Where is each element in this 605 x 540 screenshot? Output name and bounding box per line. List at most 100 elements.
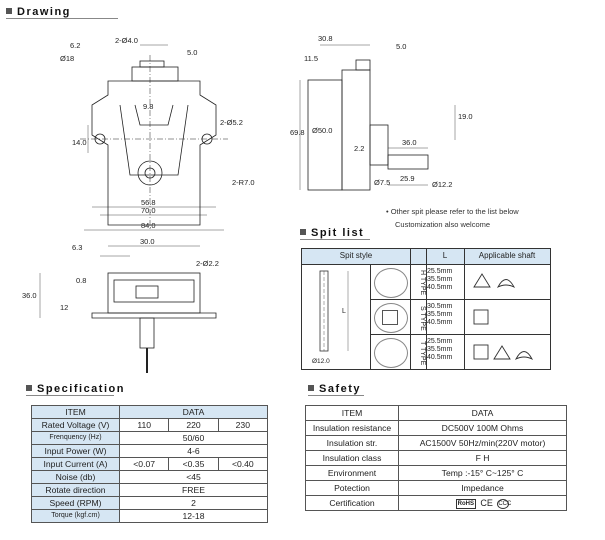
- drawing-section-title: Drawing: [6, 6, 71, 18]
- dim-label: 84.0: [141, 221, 156, 230]
- dim-label: 36.0: [402, 138, 417, 147]
- dim-label: 14.0: [72, 138, 87, 147]
- spit-list-table: Spit style L Applicable shaft L Ø12.0 H …: [301, 248, 551, 370]
- detail-diameter-label: Ø12.0: [312, 358, 330, 365]
- dim-label: 2.2: [354, 144, 364, 153]
- divider: [370, 264, 371, 369]
- spit-list-section-title: Spit list: [300, 227, 364, 239]
- safety-value: Impedance: [398, 480, 567, 496]
- square-icon: [473, 344, 489, 360]
- safety-value: Temp :-15° C~125° C: [398, 465, 567, 481]
- dim-label: Ø50.0: [312, 126, 332, 135]
- h-type-shafts: [473, 273, 516, 289]
- dim-label: 2-Ø5.2: [220, 118, 243, 127]
- spec-value: <45: [119, 470, 268, 484]
- t-type-cross-section-icon: [374, 338, 408, 368]
- spec-value: 4-6: [119, 444, 268, 458]
- dim-label: Ø18: [60, 54, 74, 63]
- title-underline: [6, 18, 118, 19]
- dim-label: 19.0: [458, 112, 473, 121]
- safety-table: ITEM DATA Insulation resistance DC500V 1…: [305, 405, 567, 511]
- safety-item: Insulation str.: [305, 435, 399, 451]
- safety-data-header: DATA: [398, 405, 567, 421]
- ce-logo: CE: [480, 498, 493, 508]
- spec-value: 230: [217, 418, 269, 432]
- safety-section-title: Safety: [308, 383, 361, 395]
- length-header: L: [442, 251, 448, 260]
- square-icon: [382, 310, 398, 325]
- safety-value: AC1500V 50Hz/min(220V motor): [398, 435, 567, 451]
- spit-detail-drawing: L Ø12.0: [312, 270, 349, 365]
- dim-label: 6.2: [70, 41, 80, 50]
- dim-label: Ø7.5: [374, 178, 390, 187]
- spec-item: Speed (RPM): [31, 496, 120, 510]
- dim-label: 25.9: [400, 174, 415, 183]
- spit-style-header: Spit style: [339, 251, 373, 260]
- dim-label: 5.0: [396, 42, 406, 51]
- s-type-cross-section-icon: [374, 303, 408, 333]
- spec-item: Rotate direction: [31, 483, 120, 497]
- dim-label: 12: [60, 303, 68, 312]
- dim-label: 70.0: [141, 206, 156, 215]
- safety-value: DC500V 100M Ohms: [398, 420, 567, 436]
- side-view-drawing: 30.8 5.0 11.5 69.8 Ø50.0 19.0 2.2 36.0 2…: [290, 34, 473, 191]
- spec-item-header: ITEM: [31, 405, 120, 419]
- dim-label: 5.0: [187, 48, 197, 57]
- spec-item: Rated Voltage (V): [31, 418, 120, 432]
- safety-item: Environment: [305, 465, 399, 481]
- t-type-shafts: [473, 344, 534, 361]
- title-underline: [26, 395, 114, 396]
- spec-value: 12-18: [119, 509, 268, 523]
- t-type-label: T TYPE: [419, 340, 426, 366]
- divider: [370, 299, 550, 300]
- spec-value: 220: [168, 418, 219, 432]
- dim-label: 0.8: [76, 276, 86, 285]
- title-underline: [300, 239, 370, 240]
- safety-value: F H: [398, 450, 567, 466]
- divider: [370, 334, 550, 335]
- specification-table: ITEM DATA Rated Voltage (V) 110 220 230 …: [31, 405, 269, 523]
- note-line-1: • Other spit please refer to the list be…: [386, 207, 519, 216]
- dim-label: 11.5: [304, 54, 318, 63]
- specification-section-title: Specification: [26, 383, 125, 395]
- spec-item: Noise (db): [31, 470, 120, 484]
- dim-label: 56.8: [141, 198, 156, 207]
- triangle-icon: [493, 345, 511, 360]
- dim-label: 2-R7.0: [232, 178, 255, 187]
- title-underline: [308, 395, 364, 396]
- h-type-cross-section-icon: [374, 268, 408, 298]
- s-type-label: S TYPE: [419, 305, 426, 331]
- detail-L-label: L: [342, 308, 346, 315]
- safety-item-header: ITEM: [305, 405, 399, 421]
- dim-label: 36.0: [22, 291, 37, 300]
- spec-item: Frenquency (Hz): [31, 431, 120, 445]
- dim-label: 2-Ø2.2: [196, 259, 219, 268]
- spec-value: 50/60: [119, 431, 268, 445]
- spec-value: <0.07: [118, 457, 170, 471]
- safety-item: Insulation class: [305, 450, 399, 466]
- divider: [464, 249, 465, 369]
- spec-value: 2: [119, 496, 268, 510]
- front-view-drawing: 6.3 30.0 2-Ø2.2 0.8 36.0 12: [22, 238, 219, 373]
- shaft-header: Applicable shaft: [478, 251, 536, 260]
- dim-label: 6.3: [72, 243, 82, 252]
- safety-item: Potection: [305, 480, 399, 496]
- triangle-icon: [473, 273, 491, 288]
- spec-item: Torque (kgf.cm): [31, 509, 120, 523]
- divider: [410, 249, 411, 369]
- h-type-label: H TYPE: [419, 270, 426, 296]
- top-view-drawing: 2-Ø4.0 6.2 Ø18 5.0 9.8 2-Ø5.2 14.0 2-R7.…: [60, 36, 255, 231]
- spec-value: <0.35: [168, 457, 219, 471]
- dim-label: Ø12.2: [432, 180, 452, 189]
- dim-label: 9.8: [143, 102, 153, 111]
- spec-value: FREE: [119, 483, 268, 497]
- dim-label: 30.8: [318, 34, 333, 43]
- certification-logos: RoHS CE CCC: [398, 495, 567, 511]
- dim-label: 2-Ø4.0: [115, 36, 138, 45]
- ccc-logo: CCC: [497, 498, 512, 509]
- spec-data-header: DATA: [119, 405, 268, 419]
- dim-label: 69.8: [290, 128, 305, 137]
